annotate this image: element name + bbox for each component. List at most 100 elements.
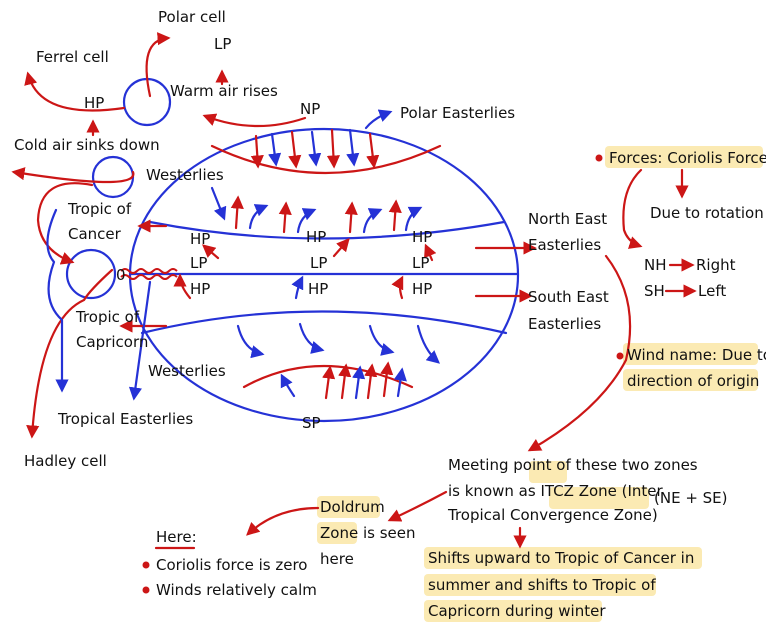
lp-equator-1: LP — [190, 254, 207, 272]
ne-se-label: (NE + SE) — [654, 489, 728, 507]
tropic-cancer-label-1: Tropic of — [67, 200, 132, 218]
polar-easterlies-label: Polar Easterlies — [400, 104, 515, 122]
north-curl-arrow-1 — [248, 204, 269, 230]
hadley-cell-arrow — [26, 268, 114, 439]
tropic-cancer-label-2: Cancer — [68, 225, 122, 243]
north-curl-arrow-3 — [362, 208, 383, 234]
here-bullet-1 — [142, 561, 150, 569]
north-up-arrow-2 — [278, 201, 292, 234]
shifts-line-2: summer and shifts to Tropic of — [428, 576, 656, 594]
itcz-line-3: Tropical Convergence Zone) — [447, 506, 658, 524]
polar-cell-label: Polar cell — [158, 8, 226, 26]
polar-easterlies-arrow — [364, 109, 393, 130]
hadley-cell-circle — [65, 248, 117, 300]
tropic-capricorn-line — [140, 310, 508, 335]
wind-name-highlight-2 — [623, 369, 758, 391]
polar-down-arrow-3 — [288, 130, 302, 169]
shifts-highlight-2 — [424, 574, 656, 596]
itcz-line-1: Meeting point of these two zones — [448, 456, 698, 474]
polar-down-arrow-6 — [346, 128, 360, 167]
wind-name-line-2: direction of origin — [627, 372, 759, 390]
doldrum-highlight-1 — [317, 496, 380, 518]
warm-air-rises-label: Warm air rises — [170, 82, 278, 100]
south-curl-arrow-3 — [368, 324, 395, 356]
hp-upper-3: HP — [412, 228, 432, 246]
lp-to-hp-arrow-1 — [201, 244, 220, 260]
forces-title: Forces: Coriolis Force — [609, 149, 766, 167]
itcz-highlight — [529, 461, 567, 483]
np-to-warm-arrow — [202, 113, 307, 128]
wind-name-highlight-1 — [623, 343, 758, 365]
ferrel-cell-arrow — [24, 71, 126, 112]
doldrum-highlight-2 — [317, 522, 357, 544]
itcz-to-doldrum-arrow — [387, 490, 448, 522]
north-curl-arrow-4 — [404, 206, 423, 232]
westerlies-top-arrow — [210, 186, 227, 221]
se-easterlies-label-1: South East — [528, 288, 609, 306]
cold-air-sinks-label: Cold air sinks down — [14, 136, 160, 154]
lp-to-hp-arrow-3 — [424, 243, 437, 262]
hadley-cell-label: Hadley cell — [24, 452, 107, 470]
westerlies-bottom-line — [128, 280, 152, 401]
hp-lower-1: HP — [190, 280, 210, 298]
doldrum-to-here-arrow — [246, 506, 320, 536]
sp-label: SP — [302, 414, 321, 432]
lp-equator-3: LP — [412, 254, 429, 272]
itcz-line-2: is known as ITCZ Zone (Inter — [448, 482, 664, 500]
polar-down-arrow-4 — [308, 130, 322, 167]
hp-upper-1: HP — [190, 230, 210, 248]
here-bullet-2 — [142, 586, 150, 594]
tropic-cancer-line — [148, 220, 506, 240]
hp-lower-2: HP — [308, 280, 328, 298]
lp-to-hp-arrow-2 — [332, 238, 350, 258]
wind-name-bullet — [616, 352, 624, 360]
westerlies-bottom-label: Westerlies — [148, 362, 226, 380]
south-curl-arrow-2 — [298, 322, 325, 354]
nh-label: NH — [644, 256, 667, 274]
here-title: Here: — [156, 528, 197, 546]
tropical-easterlies-label: Tropical Easterlies — [57, 410, 193, 428]
cancer-loop-arrow — [36, 182, 94, 265]
forces-to-nh-arrow — [622, 168, 643, 249]
south-polar-arrow-5 — [364, 363, 378, 400]
polar-down-arrow-2 — [268, 132, 282, 167]
doldrum-line-2-post: is seen — [358, 524, 415, 542]
south-polar-arrow-3 — [338, 363, 352, 400]
westerlies-top-label: Westerlies — [146, 166, 224, 184]
doldrum-line-2: Zone is seen — [320, 524, 416, 542]
north-up-arrow-4 — [388, 199, 402, 232]
arctic-circle-line — [210, 144, 442, 175]
sh-direction: Left — [698, 282, 726, 300]
south-polar-arrow-4 — [352, 365, 366, 400]
doldrum-line-3: here — [320, 550, 354, 568]
forces-cause: Due to rotation — [650, 204, 764, 222]
ne-easterlies-label-1: North East — [528, 210, 607, 228]
polar-down-arrow-7 — [366, 132, 380, 169]
doldrum-wave-2 — [120, 274, 178, 280]
here-bullet-1-text: Coriolis force is zero — [156, 556, 308, 574]
south-polar-arrow-2 — [322, 365, 336, 400]
ne-easterlies-label-2: Easterlies — [528, 236, 601, 254]
polar-down-arrow-5 — [326, 128, 341, 169]
here-bullet-2-text: Winds relatively calm — [156, 581, 317, 599]
ferrel-cell-circle — [91, 155, 135, 199]
cold-air-arrow — [11, 167, 135, 184]
polar-cell-arrow — [145, 32, 171, 98]
north-curl-arrow-2 — [296, 208, 317, 234]
hp-upper-2: HP — [306, 228, 326, 246]
south-polar-arrow-7 — [393, 367, 407, 398]
forces-bullet — [595, 154, 603, 162]
ne-se-highlight — [549, 487, 649, 509]
tropic-capricorn-label-2: Capricorn — [76, 333, 148, 351]
hp-left-label: HP — [84, 94, 104, 112]
north-up-arrow-1 — [230, 195, 244, 230]
doldrum-line-1: Doldrum — [320, 498, 385, 516]
itcz-line-2-hl: ITCZ — [540, 482, 573, 500]
wind-name-line-1: Wind name: Due to — [627, 346, 766, 364]
se-easterlies-label-2: Easterlies — [528, 315, 601, 333]
south-polar-arrow-1 — [280, 373, 296, 398]
south-curl-arrow-1 — [236, 324, 265, 359]
north-up-arrow-3 — [344, 201, 358, 234]
